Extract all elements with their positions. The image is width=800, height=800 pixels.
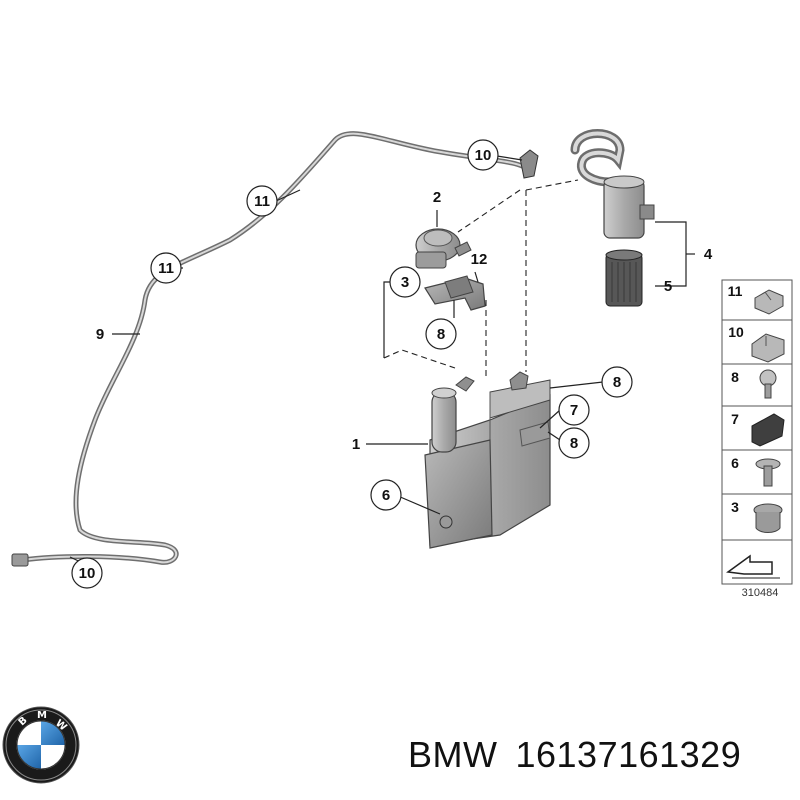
label-2: 2 xyxy=(433,189,441,206)
purge-valve-2 xyxy=(415,228,472,269)
svg-text:3: 3 xyxy=(731,499,739,515)
svg-text:2: 2 xyxy=(433,189,441,206)
label-12: 12 xyxy=(471,251,488,268)
vapour-hose-9 xyxy=(11,131,539,567)
callout-8-bracket: 8 xyxy=(425,318,457,350)
svg-text:8: 8 xyxy=(437,326,445,343)
svg-text:10: 10 xyxy=(728,324,744,340)
svg-text:5: 5 xyxy=(664,278,672,295)
svg-text:7: 7 xyxy=(731,411,739,427)
legend-row-8: 8 xyxy=(731,369,777,399)
dashed-guide-lines xyxy=(383,179,579,378)
legend-arrow-icon xyxy=(726,554,780,579)
part-number: 16137161329 xyxy=(515,734,742,775)
carbon-canister-1 xyxy=(424,371,551,549)
legend-row-7: 7 xyxy=(731,411,785,447)
svg-text:10: 10 xyxy=(475,147,492,164)
svg-text:310484: 310484 xyxy=(742,587,779,599)
svg-text:12: 12 xyxy=(471,251,488,268)
svg-text:8: 8 xyxy=(570,435,578,452)
callout-7: 7 xyxy=(558,394,590,426)
callout-11-upper: 11 xyxy=(246,185,278,217)
svg-text:3: 3 xyxy=(401,274,409,291)
svg-text:11: 11 xyxy=(254,193,270,210)
label-9: 9 xyxy=(96,326,104,343)
label-4: 4 xyxy=(704,246,713,263)
filter-element-5 xyxy=(605,249,643,307)
svg-text:6: 6 xyxy=(382,487,390,504)
svg-text:7: 7 xyxy=(570,402,578,419)
parts-legend: 11 10 8 7 6 3 xyxy=(721,279,793,599)
svg-text:11: 11 xyxy=(158,260,174,277)
svg-text:1: 1 xyxy=(352,436,360,453)
bracket-12 xyxy=(424,275,486,311)
label-5: 5 xyxy=(664,278,672,295)
callout-10-top: 10 xyxy=(467,139,499,171)
callout-6: 6 xyxy=(370,479,402,511)
callout-11-lower: 11 xyxy=(150,252,182,284)
part-caption: BMW 16137161329 xyxy=(408,734,790,776)
bmw-logo-letter-m: M xyxy=(37,710,47,721)
svg-text:8: 8 xyxy=(731,369,739,385)
hose-end-connector xyxy=(11,553,29,567)
legend-row-6: 6 xyxy=(731,455,781,487)
brand-name: BMW xyxy=(408,734,498,775)
svg-text:10: 10 xyxy=(79,565,96,582)
callout-10-bottom: 10 xyxy=(71,557,103,589)
legend-row-3: 3 xyxy=(731,499,783,533)
svg-text:11: 11 xyxy=(728,283,743,299)
bmw-logo-letter-w: W xyxy=(53,718,69,734)
hose-top-connector xyxy=(519,149,539,179)
legend-row-11: 11 xyxy=(728,283,784,315)
bmw-logo: B M W xyxy=(2,706,80,784)
svg-text:4: 4 xyxy=(704,246,713,263)
callout-8-canister-side: 8 xyxy=(558,427,590,459)
label-1: 1 xyxy=(352,436,360,453)
svg-text:8: 8 xyxy=(613,374,621,391)
svg-text:6: 6 xyxy=(731,455,739,471)
filter-housing-4 xyxy=(570,129,655,239)
callout-3: 3 xyxy=(389,266,421,298)
callout-8-canister-top: 8 xyxy=(601,366,633,398)
svg-text:9: 9 xyxy=(96,326,104,343)
legend-row-10: 10 xyxy=(728,324,785,363)
